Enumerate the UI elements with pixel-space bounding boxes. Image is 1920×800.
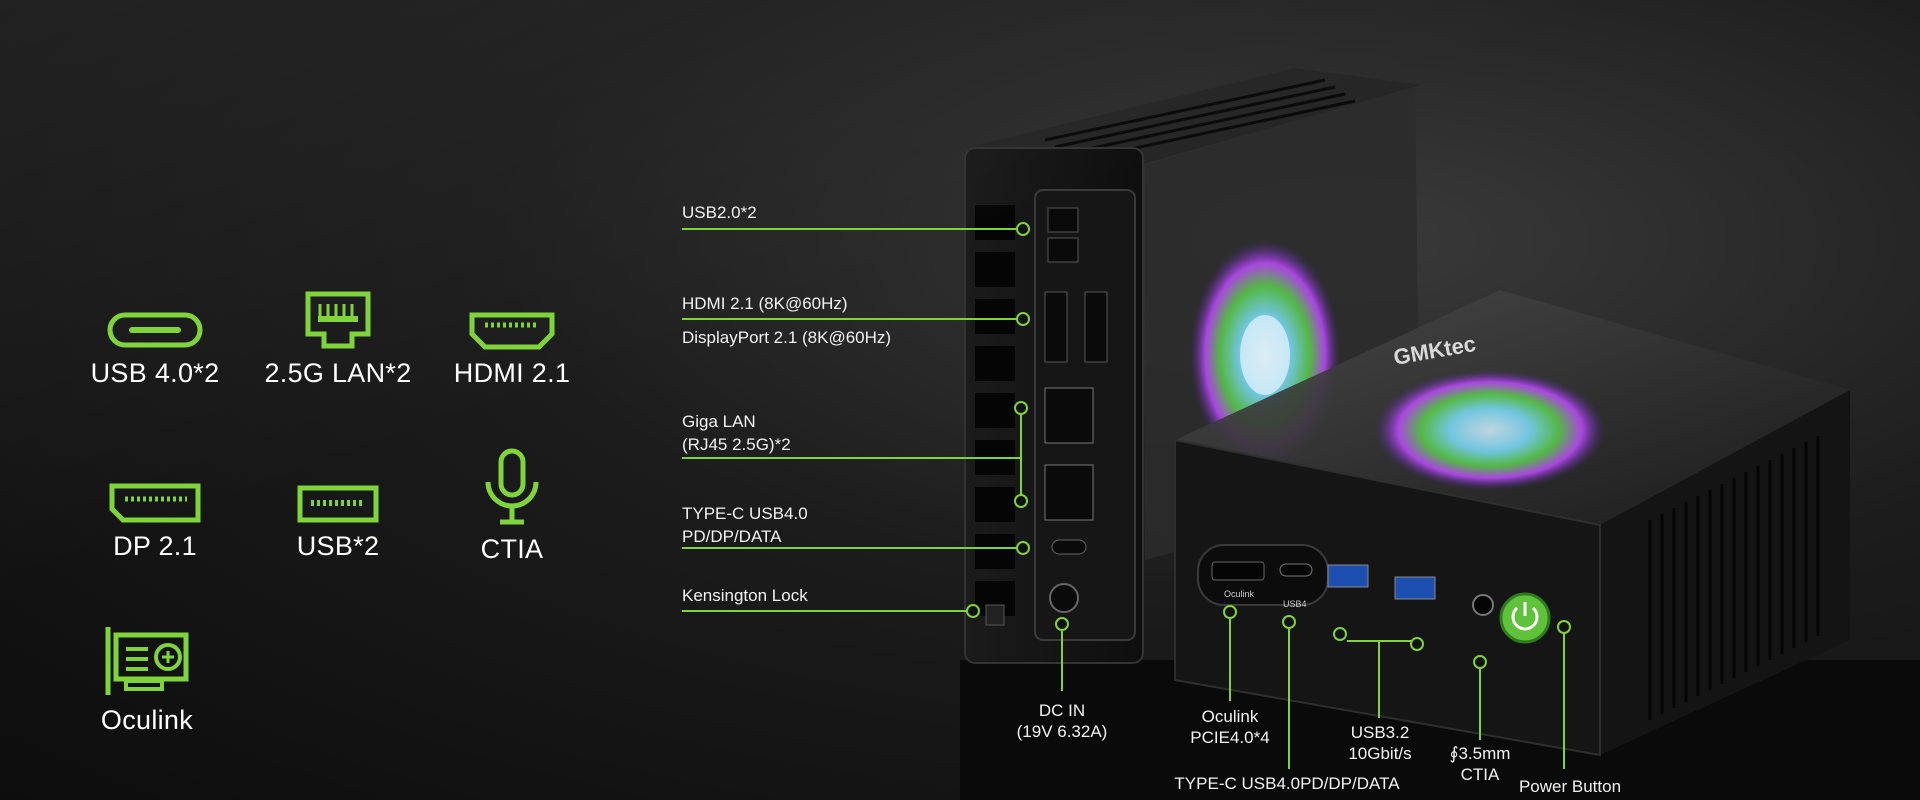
microphone-icon	[485, 448, 539, 525]
feature-dp-label: DP 2.1	[113, 531, 197, 561]
callout-audio-line2: CTIA	[1460, 765, 1500, 784]
callout-dcin-line	[1061, 631, 1063, 691]
callout-dcin-dot	[1055, 617, 1069, 631]
callout-usb2-dot	[1016, 222, 1030, 236]
callout-hdmi-dot	[1016, 312, 1030, 326]
callout-lan-dot-2	[1014, 494, 1028, 508]
front-usb4-port-label: USB4	[1283, 599, 1307, 609]
feature-hdmi-label: HDMI 2.1	[453, 358, 571, 388]
callout-typec: TYPE-C USB4.0 PD/DP/DATA	[682, 502, 808, 548]
feature-usb4-label: USB 4.0*2	[90, 358, 220, 388]
rear-usb2-port-2	[1047, 237, 1079, 263]
callout-typec-line1: TYPE-C USB4.0	[682, 504, 808, 523]
callout-hdmi: HDMI 2.1 (8K@60Hz)	[682, 294, 848, 313]
callout-lan-connector	[1020, 407, 1022, 500]
callout-oculink: Oculink PCIE4.0*4	[1170, 706, 1290, 748]
feature-usb4: USB 4.0*2	[65, 310, 245, 389]
callout-typec-line2: PD/DP/DATA	[682, 527, 782, 546]
callout-usb32-dot-1	[1333, 627, 1347, 641]
feature-lan-label: 2.5G LAN*2	[264, 358, 412, 388]
feature-ctia-label: CTIA	[480, 534, 544, 564]
rear-vent-grille	[975, 205, 1015, 616]
kensington-lock-slot	[985, 604, 1005, 626]
feature-hdmi: HDMI 2.1	[422, 312, 602, 389]
power-icon	[1511, 606, 1539, 631]
callout-lan-dot-1	[1014, 401, 1028, 415]
front-audio-jack	[1472, 594, 1494, 616]
feature-ctia: CTIA	[422, 448, 602, 565]
callout-dp: DisplayPort 2.1 (8K@60Hz)	[682, 328, 892, 347]
displayport-icon	[109, 483, 201, 523]
callout-oculink-line1: Oculink	[1201, 707, 1259, 726]
callout-typec-front-dot	[1282, 615, 1296, 629]
rear-hdmi-port	[1044, 291, 1068, 363]
callout-usb32: USB3.2 10Gbit/s	[1325, 722, 1435, 764]
usb-c-icon	[107, 312, 203, 348]
callout-oculink-line	[1229, 619, 1231, 701]
callout-usb2: USB2.0*2	[682, 203, 757, 222]
front-usb4-port	[1279, 563, 1313, 577]
rear-usb2-port-1	[1047, 207, 1079, 233]
callout-typec-line	[682, 547, 1022, 549]
callout-audio: ∮3.5mm CTIA	[1430, 743, 1530, 785]
callout-usb32-dot-2	[1410, 637, 1424, 651]
hdmi-icon	[469, 312, 555, 350]
callout-power: Power Button	[1518, 777, 1622, 796]
rear-lan-port-1	[1044, 387, 1094, 444]
ethernet-icon	[305, 291, 371, 349]
front-oculink-port-label: Oculink	[1224, 589, 1255, 599]
power-button-illustration	[1499, 592, 1551, 644]
rgb-fan-glow-top	[1375, 370, 1605, 490]
callout-oculink-line2: PCIE4.0*4	[1190, 728, 1270, 747]
feature-usb: USB*2	[248, 485, 428, 562]
rear-dc-in-port	[1049, 583, 1079, 613]
callout-audio-line1: ∮3.5mm	[1449, 744, 1511, 763]
callout-dcin-line1: DC IN	[1038, 701, 1086, 720]
callout-lan-line2: (RJ45 2.5G)*2	[682, 435, 791, 454]
feature-usb-label: USB*2	[296, 531, 380, 561]
callout-usb2-line	[682, 228, 1022, 230]
feature-lan: 2.5G LAN*2	[248, 290, 428, 389]
callout-usb32-line2: 10Gbit/s	[1348, 744, 1412, 763]
rear-dp-port	[1084, 291, 1108, 363]
rear-typec-port	[1051, 539, 1087, 555]
callout-typec-front: TYPE-C USB4.0PD/DP/DATA	[1174, 774, 1400, 793]
callout-audio-line	[1479, 669, 1481, 740]
callout-dcin: DC IN (19V 6.32A)	[1000, 700, 1124, 742]
front-oculink-port	[1211, 561, 1265, 581]
callout-typec-dot	[1016, 541, 1030, 555]
callout-lan-line	[682, 457, 1020, 459]
feature-oculink-label: Oculink	[100, 705, 194, 735]
callout-dcin-line2: (19V 6.32A)	[1016, 722, 1108, 741]
callout-lan-line1: Giga LAN	[682, 412, 756, 431]
usb-a-icon	[297, 485, 379, 523]
callout-audio-dot	[1473, 655, 1487, 669]
callout-typec-front-line	[1288, 629, 1290, 769]
callout-power-dot	[1557, 620, 1571, 634]
callout-usb32-line1: USB3.2	[1350, 723, 1410, 742]
callout-kensington-line	[682, 610, 970, 612]
callout-power-line	[1563, 634, 1565, 769]
front-usb3-port-1	[1327, 564, 1369, 588]
side-vent-grille	[1648, 436, 1820, 720]
feature-oculink: Oculink	[57, 625, 237, 736]
callout-hdmi-line	[682, 318, 1022, 320]
callout-kensington-dot	[966, 604, 980, 618]
oculink-card-icon	[105, 627, 189, 695]
callout-oculink-dot	[1223, 605, 1237, 619]
callout-usb32-line	[1378, 641, 1380, 718]
front-usb3-port-2	[1394, 576, 1436, 600]
callout-lan: Giga LAN (RJ45 2.5G)*2	[682, 410, 791, 456]
horizontal-unit-front-face	[1174, 438, 1601, 757]
feature-dp: DP 2.1	[65, 483, 245, 562]
rear-lan-port-2	[1044, 464, 1094, 521]
callout-kensington: Kensington Lock	[682, 586, 808, 605]
